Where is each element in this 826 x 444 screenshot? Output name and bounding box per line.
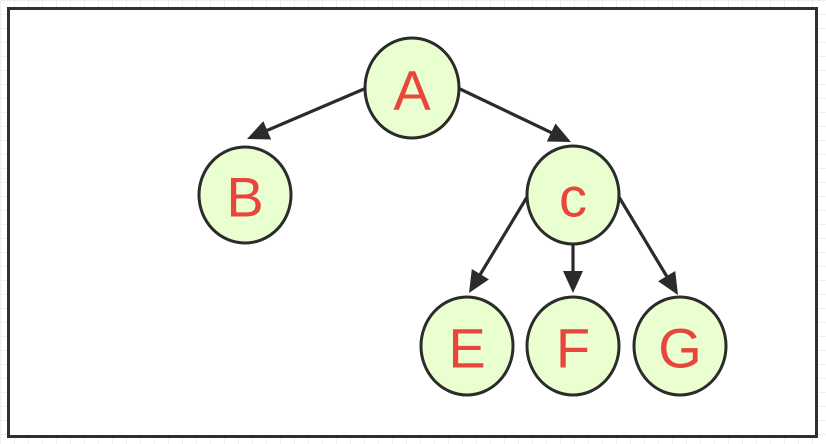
node-circle <box>632 295 728 397</box>
node-circle <box>525 144 621 246</box>
edge-a-b <box>247 87 365 140</box>
edge-line <box>617 196 670 279</box>
arrowhead-icon <box>546 123 571 142</box>
node-e: E <box>419 295 515 397</box>
node-label: E <box>448 317 485 380</box>
edge-c-e <box>469 196 529 293</box>
node-b: B <box>197 145 293 245</box>
node-circle <box>419 295 515 397</box>
edge-line <box>459 87 554 135</box>
node-a: A <box>363 36 461 140</box>
node-circle <box>363 36 461 140</box>
arrowhead-icon <box>658 270 678 295</box>
edge-line <box>477 196 529 277</box>
edge-line <box>264 87 365 133</box>
node-label: G <box>658 317 702 380</box>
edge-c-f <box>563 244 583 293</box>
arrowhead-icon <box>563 271 583 293</box>
arrowhead-icon <box>247 121 272 140</box>
edge-c-g <box>617 196 678 295</box>
node-label: c <box>559 166 587 229</box>
node-f: F <box>525 295 621 397</box>
arrowhead-icon <box>469 268 489 293</box>
node-label: B <box>226 166 263 229</box>
node-circle <box>525 295 621 397</box>
edges-layer <box>247 87 678 295</box>
node-g: G <box>632 295 728 397</box>
node-label: F <box>556 317 590 380</box>
node-c: c <box>525 144 621 246</box>
edge-a-c <box>459 87 571 142</box>
node-circle <box>197 145 293 245</box>
node-label: A <box>393 59 431 122</box>
